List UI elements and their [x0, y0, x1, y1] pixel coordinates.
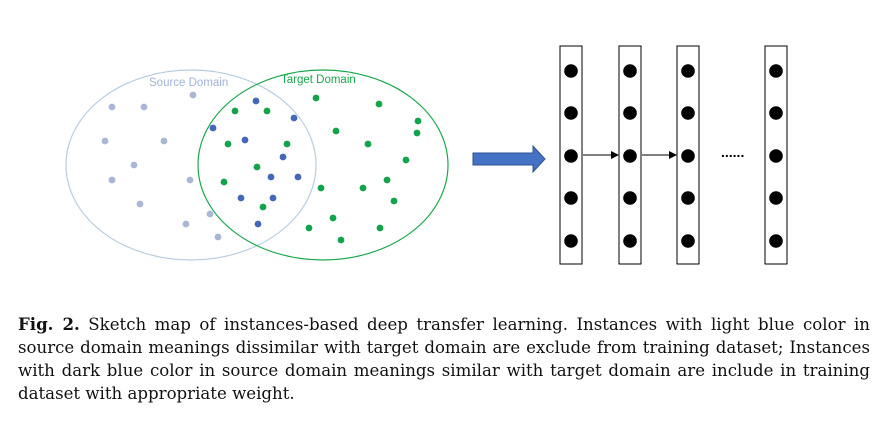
- dark-blue-instance: [269, 194, 277, 202]
- light-blue-instance: [189, 91, 197, 99]
- target-instance: [414, 117, 422, 125]
- target-instance: [375, 100, 383, 108]
- target-instance: [317, 184, 325, 192]
- neuron-node: [623, 149, 637, 163]
- target-instance: [383, 176, 391, 184]
- layer-ellipsis: ......: [721, 144, 744, 160]
- light-blue-instance: [206, 210, 214, 218]
- light-blue-instance: [186, 176, 194, 184]
- target-instance: [253, 163, 261, 171]
- figure-caption: Fig. 2. Sketch map of instances-based de…: [18, 313, 870, 405]
- layer-box: [764, 45, 788, 265]
- caption-text: Sketch map of instances-based deep trans…: [18, 315, 870, 403]
- light-blue-instance: [101, 137, 109, 145]
- light-blue-instance: [108, 103, 116, 111]
- dark-blue-instance: [209, 124, 217, 132]
- layer-box: [559, 45, 583, 265]
- target-instance: [364, 140, 372, 148]
- neuron-node: [681, 191, 695, 205]
- neuron-node: [681, 234, 695, 248]
- target-instance: [259, 203, 267, 211]
- light-blue-instance: [214, 233, 222, 241]
- target-instance: [376, 224, 384, 232]
- target-instance: [231, 107, 239, 115]
- target-instance: [283, 140, 291, 148]
- neuron-node: [769, 64, 783, 78]
- neuron-node: [564, 234, 578, 248]
- neuron-node: [681, 106, 695, 120]
- target-instance: [390, 197, 398, 205]
- dark-blue-instance: [254, 220, 262, 228]
- light-blue-instance: [182, 220, 190, 228]
- target-instance: [312, 94, 320, 102]
- neuron-node: [623, 106, 637, 120]
- dark-blue-instance: [279, 153, 287, 161]
- neuron-node: [623, 234, 637, 248]
- neuron-node: [681, 149, 695, 163]
- dark-blue-instance: [237, 194, 245, 202]
- neuron-node: [564, 106, 578, 120]
- layer-box: [618, 45, 642, 265]
- transfer-arrow: [472, 144, 546, 174]
- target-domain-label: Target Domain: [281, 74, 356, 86]
- target-instance: [224, 140, 232, 148]
- layer-box: [676, 45, 700, 265]
- dark-blue-instance: [294, 173, 302, 181]
- target-instances: [220, 94, 422, 244]
- dark-blue-instance: [252, 97, 260, 105]
- neuron-node: [623, 64, 637, 78]
- transfer-learning-diagram: Source Domain Target Domain ......: [65, 45, 788, 265]
- neuron-node: [623, 191, 637, 205]
- light-blue-instance: [136, 200, 144, 208]
- target-domain-ellipse: [197, 69, 449, 261]
- target-instance: [220, 178, 228, 186]
- target-instance: [359, 184, 367, 192]
- neuron-node: [769, 106, 783, 120]
- source-domain-ellipse: [65, 69, 317, 261]
- dark-blue-instance: [267, 173, 275, 181]
- dark-blue-instance: [290, 114, 298, 122]
- neuron-node: [681, 64, 695, 78]
- network-layers: [559, 45, 788, 265]
- target-instance: [263, 107, 271, 115]
- neuron-node: [769, 149, 783, 163]
- neuron-node: [564, 149, 578, 163]
- target-instance: [413, 129, 421, 137]
- target-instance: [332, 127, 340, 135]
- light-blue-instance: [160, 137, 168, 145]
- neuron-node: [769, 234, 783, 248]
- dark-blue-instance: [241, 136, 249, 144]
- source-domain-label: Source Domain: [149, 77, 228, 89]
- target-instance: [402, 156, 410, 164]
- light-blue-instances: [101, 91, 222, 241]
- neuron-node: [564, 191, 578, 205]
- light-blue-instance: [108, 176, 116, 184]
- neuron-node: [564, 64, 578, 78]
- neuron-node: [769, 191, 783, 205]
- target-instance: [305, 224, 313, 232]
- dark-blue-instances: [209, 97, 302, 228]
- target-instance: [337, 236, 345, 244]
- light-blue-instance: [140, 103, 148, 111]
- caption-label: Fig. 2.: [18, 314, 80, 334]
- light-blue-instance: [130, 161, 138, 169]
- target-instance: [329, 214, 337, 222]
